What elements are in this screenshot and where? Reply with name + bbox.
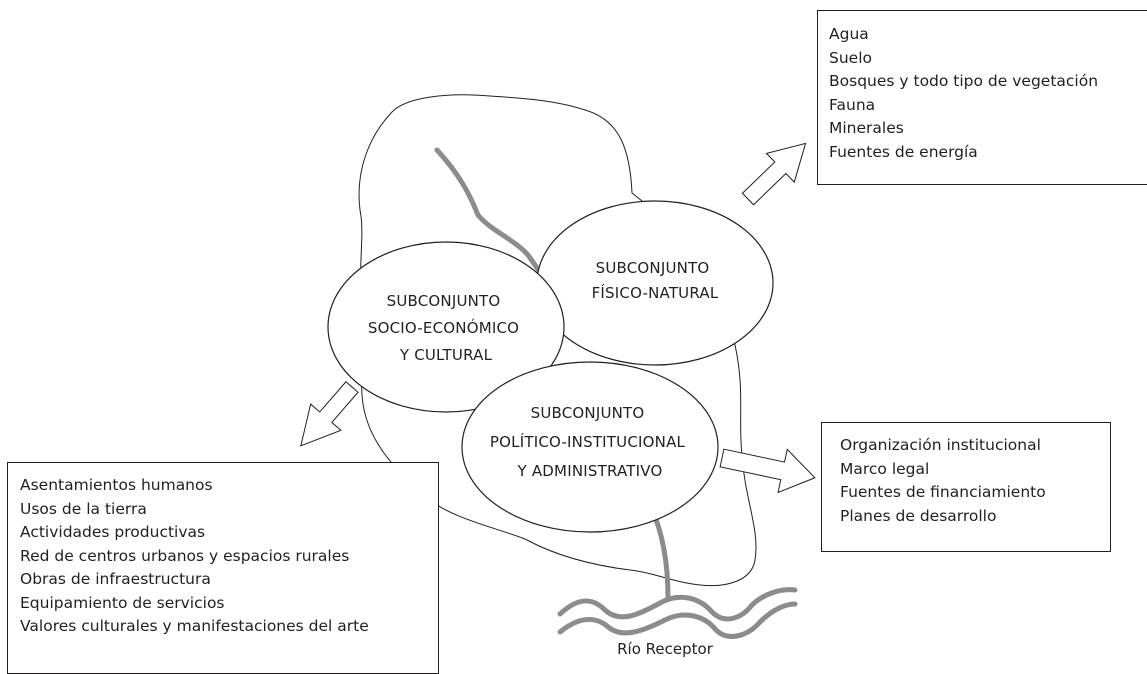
politico-institucional-text: SUBCONJUNTO POLÍTICO-INSTITUCIONAL Y ADM… <box>490 404 690 480</box>
natural-item-minerales: Minerales <box>829 119 904 137</box>
politico-line-3: Y ADMINISTRATIVO <box>517 462 663 480</box>
socio-item-red-centros: Red de centros urbanos y espacios rurale… <box>20 546 350 565</box>
natural-item-fauna: Fauna <box>829 95 876 114</box>
political-item-planes: Planes de desarrollo <box>840 506 997 525</box>
socio-components-list: Asentamientos humanos Usos de la tierra … <box>20 474 438 639</box>
fisico-line-1: SUBCONJUNTO <box>596 259 710 277</box>
political-item-financiamiento: Fuentes de financiamiento <box>840 483 1046 501</box>
arrow-to-political <box>719 448 816 494</box>
socio-item-asentamientos: Asentamientos humanos <box>20 476 213 494</box>
political-item-organizacion: Organización institucional <box>840 436 1041 454</box>
fisico-line-2: FÍSICO-NATURAL <box>592 283 719 302</box>
river-label: Río Receptor <box>617 640 714 658</box>
natural-components-box: Agua Suelo Bosques y todo tipo de vegeta… <box>817 10 1147 185</box>
socio-economico-text: SUBCONJUNTO SOCIO-ECONÓMICO Y CULTURAL <box>368 292 524 364</box>
political-components-box: Organización institucional Marco legal F… <box>821 422 1111 552</box>
natural-item-bosques: Bosques y todo tipo de vegetación <box>829 72 1099 90</box>
political-item-marco-legal: Marco legal <box>840 459 930 478</box>
oval-fisico-natural <box>536 200 774 366</box>
river-line-lower <box>557 601 798 639</box>
river-line-upper <box>557 587 798 622</box>
socio-item-equipamiento: Equipamiento de servicios <box>20 593 225 612</box>
socio-line-1: SUBCONJUNTO <box>387 292 501 310</box>
natural-item-agua: Agua <box>829 25 869 43</box>
socio-item-actividades: Actividades productivas <box>20 523 206 541</box>
natural-item-suelo: Suelo <box>829 48 872 67</box>
socio-components-box: Asentamientos humanos Usos de la tierra … <box>7 462 439 674</box>
socio-line-2: SOCIO-ECONÓMICO <box>368 318 519 337</box>
socio-line-3: Y CULTURAL <box>399 346 493 364</box>
arrow-to-natural <box>741 142 807 206</box>
upper-stream <box>434 147 543 275</box>
oval-socio-economico <box>327 241 565 413</box>
politico-line-2: POLÍTICO-INSTITUCIONAL <box>490 432 686 451</box>
oval-politico-institucional <box>461 361 719 533</box>
political-components-list: Organización institucional Marco legal F… <box>840 434 1110 528</box>
socio-item-usos-tierra: Usos de la tierra <box>20 499 147 518</box>
natural-item-energia: Fuentes de energía <box>829 142 978 161</box>
natural-components-list: Agua Suelo Bosques y todo tipo de vegeta… <box>829 23 1147 164</box>
socio-item-obras: Obras de infraestructura <box>20 570 211 588</box>
arrow-to-socio <box>300 381 359 447</box>
socio-item-valores: Valores culturales y manifestaciones del… <box>20 617 369 635</box>
politico-line-1: SUBCONJUNTO <box>531 404 645 422</box>
fisico-natural-text: SUBCONJUNTO FÍSICO-NATURAL <box>592 259 719 302</box>
